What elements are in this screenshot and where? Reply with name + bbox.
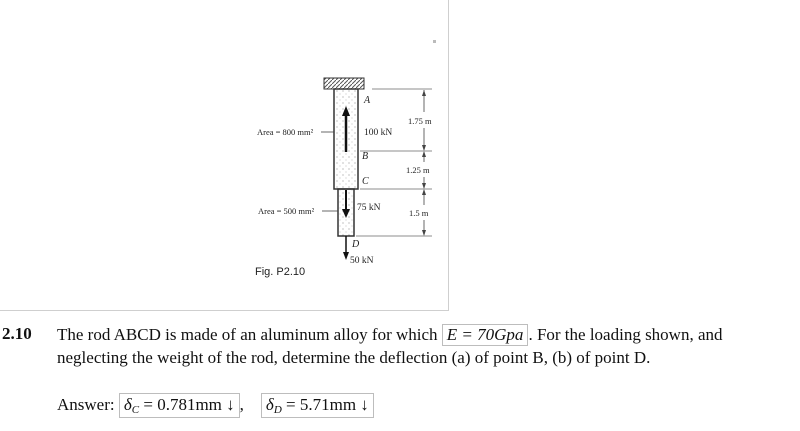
dim-arrow-5 bbox=[422, 189, 426, 195]
dim-arrow-6 bbox=[422, 230, 426, 236]
problem-line-2: neglecting the weight of the rod, determ… bbox=[57, 348, 651, 367]
force-label-c: 75 kN bbox=[357, 203, 381, 213]
dim-label-bc: 1.25 m bbox=[406, 165, 430, 175]
rod-figure: A B C D 100 kN 75 kN 50 kN Area = 800 mm… bbox=[255, 77, 432, 278]
answer-separator: , bbox=[239, 395, 244, 414]
dim-arrow-3 bbox=[422, 151, 426, 157]
answer-b-value: = 5.71mm ↓ bbox=[286, 395, 369, 414]
answer-a-box: δC = 0.781mm ↓ bbox=[118, 393, 240, 418]
point-label-c: C bbox=[362, 176, 369, 187]
dim-arrow-2 bbox=[422, 145, 426, 151]
arrowhead-c bbox=[342, 209, 350, 218]
dim-label-ab: 1.75 m bbox=[408, 116, 432, 126]
force-label-d: 50 kN bbox=[350, 256, 374, 266]
dim-arrow-1 bbox=[422, 90, 426, 96]
answer-b-box: δD = 5.71mm ↓ bbox=[260, 393, 374, 418]
answer-b-symbol: δ bbox=[265, 395, 274, 414]
answer-a-subscript: C bbox=[131, 404, 140, 416]
figure-frame bbox=[0, 0, 449, 311]
answer-row: Answer: δC = 0.781mm ↓, δD = 5.71mm ↓ bbox=[57, 393, 374, 418]
corner-mark bbox=[433, 40, 436, 43]
answer-a-symbol: δ bbox=[123, 395, 132, 414]
figure-caption: Fig. P2.10 bbox=[255, 266, 305, 278]
problem-text-1b: . For the loading shown, and bbox=[528, 325, 723, 344]
point-label-a: A bbox=[363, 95, 371, 106]
force-label-b: 100 kN bbox=[364, 128, 392, 138]
point-label-d: D bbox=[351, 239, 360, 250]
area-label-top: Area = 800 mm² bbox=[257, 127, 314, 137]
dim-arrow-4 bbox=[422, 183, 426, 189]
arrowhead-b bbox=[342, 106, 350, 116]
modulus-equation: E = 70Gpa bbox=[441, 324, 529, 346]
dim-label-cd: 1.5 m bbox=[409, 208, 429, 218]
point-label-b: B bbox=[362, 151, 368, 162]
answer-b-subscript: D bbox=[273, 404, 282, 416]
problem-text-1a: The rod ABCD is made of an aluminum allo… bbox=[57, 325, 438, 344]
answer-label: Answer: bbox=[57, 395, 115, 414]
arrowhead-d bbox=[343, 252, 349, 260]
fixed-support bbox=[323, 77, 365, 90]
answer-a-value: = 0.781mm ↓ bbox=[143, 395, 235, 414]
area-label-bottom: Area = 500 mm² bbox=[258, 206, 315, 216]
problem-number: 2.10 bbox=[2, 324, 32, 343]
problem-line-1: The rod ABCD is made of an aluminum allo… bbox=[57, 324, 723, 346]
